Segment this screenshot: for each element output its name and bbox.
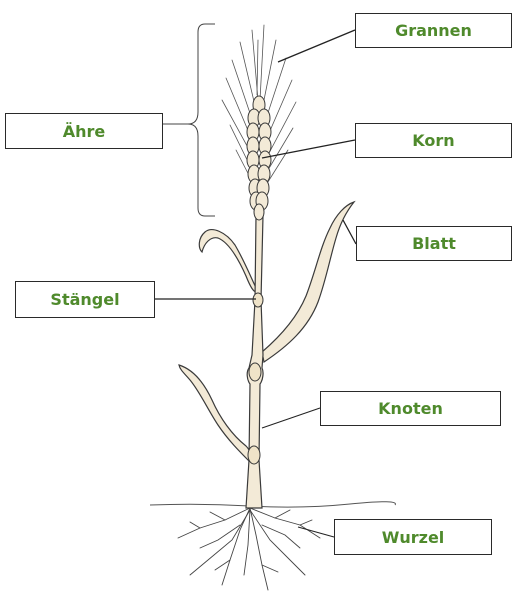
leaf-lower-left — [178, 364, 252, 464]
ground-line — [149, 501, 396, 508]
roots — [177, 507, 321, 591]
knoten-leader — [261, 407, 321, 429]
stem-node — [248, 362, 262, 382]
wheat-spike — [246, 95, 272, 221]
korn-leader — [261, 139, 356, 159]
leaf-right — [261, 200, 356, 363]
grannen-leader — [277, 29, 356, 63]
label-korn: Korn — [355, 123, 512, 158]
label-staengel: Stängel — [15, 281, 155, 318]
stem-node — [252, 292, 264, 308]
aehre-bracket — [187, 23, 215, 217]
stem-node — [247, 445, 261, 465]
label-aehre: Ähre — [5, 113, 163, 149]
leaf-upper-left — [198, 229, 259, 293]
label-knoten: Knoten — [320, 391, 501, 426]
label-grannen: Grannen — [355, 13, 512, 48]
label-blatt: Blatt — [356, 226, 512, 261]
stem — [245, 215, 264, 509]
blatt-leader — [342, 219, 357, 245]
wurzel-leader — [297, 526, 335, 538]
label-wurzel: Wurzel — [334, 519, 492, 555]
